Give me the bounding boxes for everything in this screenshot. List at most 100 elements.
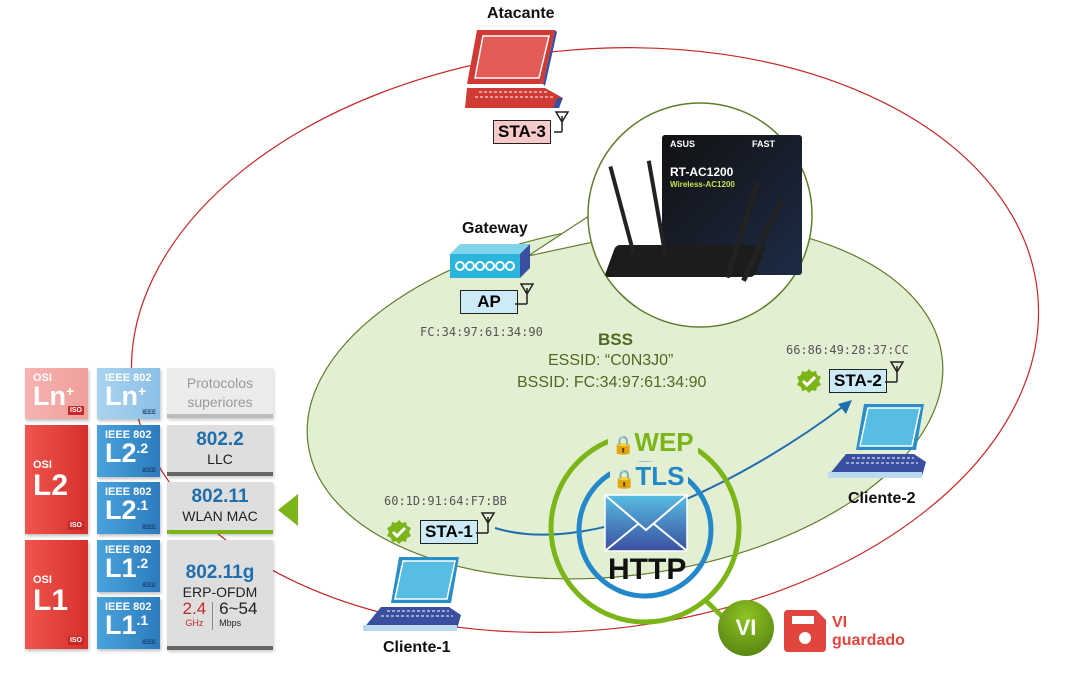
phy-rate-unit: Mbps [219,618,242,628]
bss-essid: ESSID: “C0N3J0” [548,352,674,369]
ieee-layer-l2-1: L2.1 [105,495,148,526]
layer-sup: + [138,383,147,399]
llc-number: 802.2 [196,429,244,450]
phy-frequency: 2.4 [182,599,207,618]
osi-layer-l2: L2 [33,469,69,502]
ieee-l2-1-cell: IEEE 802 L2.1 IEEE [97,482,160,534]
lock-icon: 🔒 [612,435,635,455]
ieee-label: IEEE 802 [105,486,152,498]
ieee-ln-cell: IEEE 802 Ln+ IEEE [97,368,160,419]
iv-status: VI guardado [832,614,905,650]
upper-protocols-cell: Protocolos superiores [167,368,273,418]
antenna-icon [476,512,496,534]
sta-2-label[interactable]: STA-2 [829,369,887,393]
layer-pointer-icon [278,494,298,526]
tls-text: TLS [635,461,685,491]
upper-line2: superiores [187,394,253,410]
client-2-title: Cliente-2 [848,490,916,507]
client-1-title: Cliente-1 [383,639,451,656]
sta-2-mac: 66:86:49:28:37:CC [786,343,909,357]
ieee-layer-l1-2: L1.2 [105,553,148,584]
iv-badge-text: VI [735,615,757,640]
antenna-icon [515,283,535,305]
ieee-layer-l2-2: L2.2 [105,438,148,469]
ieee-logo-icon: IEEE [142,468,156,474]
ap-mac: FC:34:97:61:34:90 [420,325,543,339]
attacker-laptop-icon [465,30,563,108]
mac-name: WLAN MAC [182,508,258,524]
layer-text: Ln [33,381,66,411]
phy-name: ERP-OFDM [182,584,258,600]
ieee-label: IEEE 802 [105,544,152,556]
attacker-title: Atacante [487,5,555,22]
osi-l2-cell: OSI L2 ISO [25,425,88,534]
client-2-laptop-icon [828,404,926,478]
router-brand: ASUS [670,139,696,149]
osi-label: OSI [33,574,52,586]
ap-label[interactable]: AP [460,290,518,314]
router-tag: FAST [752,139,776,149]
http-label: HTTP [608,553,687,586]
osi-l1-cell: OSI L1 ISO [25,540,88,649]
mac-number: 802.11 [191,486,249,507]
phy-cell[interactable]: 802.11g ERP-OFDM 2.4 GHz 6~54 Mbps [167,540,273,650]
ieee-l2-2-cell: IEEE 802 L2.2 IEEE [97,425,160,477]
sta-3-label[interactable]: STA-3 [493,120,551,144]
router-subtitle: Wireless-AC1200 [670,180,735,189]
ieee-label: IEEE 802 [105,601,152,613]
ieee-layer-l1-1: L1.1 [105,610,148,641]
wep-text: WEP [634,427,694,457]
iv-badge: VI [718,600,774,656]
layer-text: Ln [105,381,138,411]
phy-number: 802.11g [185,562,255,583]
wep-label: 🔒WEP [608,428,698,459]
osi-layer-l1: L1 [33,584,69,617]
iso-logo-icon: ISO [67,521,84,530]
arrow-head-icon [838,400,852,414]
verified-badge-icon [797,369,821,393]
wlan-mac-cell[interactable]: 802.11 WLAN MAC [167,482,273,534]
layer-sup: + [66,383,75,399]
iv-status-line2: guardado [832,632,905,649]
bss-bssid: BSSID: FC:34:97:61:34:90 [517,374,707,391]
save-disk-icon [784,610,826,652]
router-model: RT-AC1200 [670,165,734,179]
ieee-logo-icon: IEEE [142,583,156,589]
sta-1-label[interactable]: STA-1 [420,520,478,544]
layer-sup: .2 [136,555,149,571]
iso-logo-icon: ISO [67,636,84,645]
iv-status-line1: VI [832,614,848,631]
sta-1-mac: 60:1D:91:64:F7:BB [384,494,507,508]
phy-frequency-unit: GHz [185,618,204,628]
antenna-icon [554,111,570,133]
iso-logo-icon: ISO [67,406,84,415]
gateway-switch-icon [450,244,530,278]
layer-text: L1 [105,553,137,583]
osi-label: OSI [33,372,52,384]
verified-badge-icon [387,520,411,544]
ieee-logo-icon: IEEE [142,410,156,416]
router-image: ASUS FAST RT-AC1200 Wireless-AC1200 [600,125,805,310]
llc-name: LLC [207,451,233,467]
layer-text: L2 [105,438,137,468]
ieee-l1-2-cell: IEEE 802 L1.2 IEEE [97,540,160,592]
layer-text: L1 [105,610,137,640]
bss-title: BSS [598,330,633,349]
osi-layer-ln: Ln+ [33,381,74,412]
gateway-title: Gateway [462,220,528,237]
upper-line1: Protocolos [186,375,254,391]
phy-rate: 6~54 [219,599,258,618]
osi-ln-cell: OSI Ln+ ISO [25,368,88,419]
tls-label: 🔒TLS [610,462,688,493]
antenna-icon [885,361,905,383]
layer-sup: .1 [136,612,149,628]
layer-sup: .2 [136,440,149,456]
router-body [604,245,766,277]
lock-icon: 🔒 [613,469,636,489]
llc-cell[interactable]: 802.2 LLC [167,425,273,476]
ieee-logo-icon: IEEE [142,640,156,646]
layer-sup: .1 [136,497,149,513]
ieee-label: IEEE 802 [105,429,152,441]
ieee-label: IEEE 802 [105,372,152,384]
phy-specs: 2.4 GHz 6~54 Mbps [167,599,273,630]
